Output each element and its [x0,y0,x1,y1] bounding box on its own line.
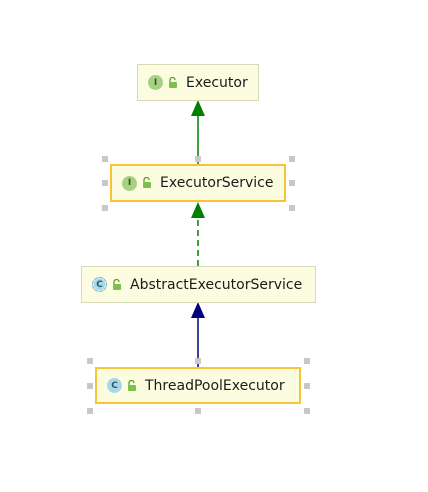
selection-handle[interactable] [195,408,201,414]
class-icon: C [107,378,122,393]
selection-handle[interactable] [195,358,201,364]
node-label: ThreadPoolExecutor [145,377,285,394]
selection-handle[interactable] [195,156,201,162]
node-label: AbstractExecutorService [130,276,303,293]
selection-handle[interactable] [304,408,310,414]
selection-handle[interactable] [289,156,295,162]
unlocked-icon [169,76,177,88]
selection-handle[interactable] [87,383,93,389]
selection-handle[interactable] [102,180,108,186]
node-label: Executor [186,74,248,91]
selection-handle[interactable] [102,156,108,162]
interface-icon: I [148,75,163,90]
selection-handle[interactable] [304,383,310,389]
node-label: ExecutorService [160,175,274,191]
selection-handle[interactable] [87,408,93,414]
edge-executorservice-to-executor[interactable] [191,100,205,164]
edge-abstractexecutorservice-to-executorservice[interactable] [191,202,205,266]
node-abstract-executor-service[interactable]: C AbstractExecutorService [81,266,316,303]
selection-handle[interactable] [304,358,310,364]
selection-handle[interactable] [102,205,108,211]
node-executor[interactable]: I Executor [137,64,259,101]
interface-icon: I [122,175,137,191]
node-thread-pool-executor[interactable]: C ThreadPoolExecutor [95,367,301,404]
unlocked-icon [143,177,151,188]
unlocked-icon [128,379,136,391]
unlocked-icon [113,278,121,290]
node-executor-service[interactable]: I ExecutorService [110,164,286,202]
selection-handle[interactable] [87,358,93,364]
selection-handle[interactable] [289,205,295,211]
abstract-class-icon: C [92,277,107,292]
selection-handle[interactable] [289,180,295,186]
